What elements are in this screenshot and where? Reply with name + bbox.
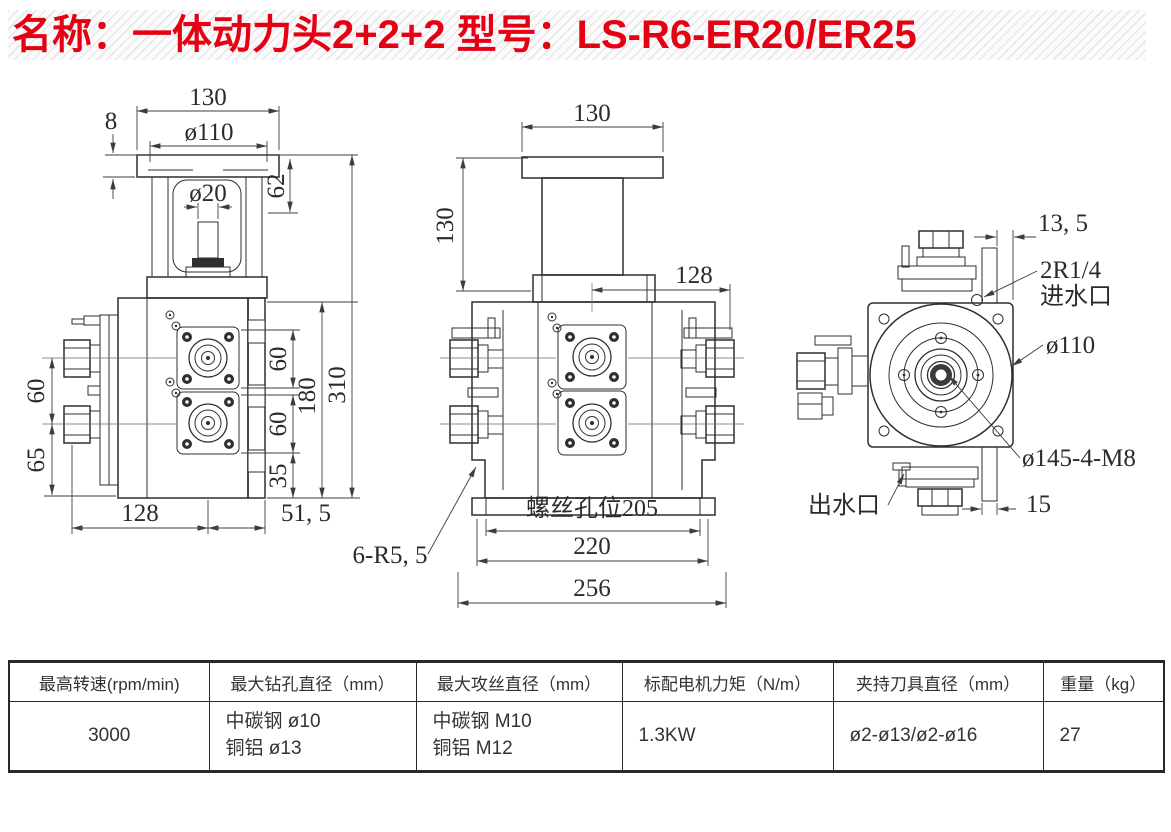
drill-steel: 中碳钢 ø10 [225,711,321,733]
dim-front-base-offset-left: 65 [23,448,50,473]
dim-side-top-offset: 128 [675,262,713,289]
title-banner: 名称：一体动力头2+2+2 型号：LS-R6-ER20/ER25 [8,10,1146,60]
plate-bolts [565,332,619,448]
dim-side-fillet-note: 6-R5, 5 [353,542,428,569]
dim-front-spindle-pitch: 60 [23,379,50,404]
front-view: 130 ø110 8 62 ø20 60 65 6 [23,84,360,534]
dim-side-flange-width: 130 [573,100,611,127]
dim-front-60-upper: 60 [265,347,292,372]
bottom-mount-assembly [892,446,998,516]
dim-front-60-lower: 60 [265,412,292,437]
dim-front-35: 35 [265,464,292,489]
dim-rear-plate-offset: 13, 5 [1038,210,1088,237]
tap-copper: 铜铝 M12 [432,738,513,759]
cell-max-speed: 3000 [8,701,210,772]
cell-tool-dia: ø2-ø13/ø2-ø16 [832,701,1044,772]
collet-assemblies-right [680,317,735,444]
technical-drawing: 130 ø110 8 62 ø20 60 65 6 [23,84,1136,608]
dim-front-flange-thickness: 8 [105,108,118,135]
left-collet-assembly [796,335,869,420]
page-title: 名称：一体动力头2+2+2 型号：LS-R6-ER20/ER25 [12,13,917,57]
col-header-motor-torque: 标配电机力矩（N/m） [621,661,834,702]
dim-front-bottom-offset: 51, 5 [281,500,331,527]
dim-front-bottom-width: 128 [121,500,159,527]
dim-rear-bolt-circle: ø145-4-M8 [1022,445,1136,472]
dim-side-screw-hole-note: 螺丝孔位205 [526,495,658,522]
col-header-tool-dia: 夹持刀具直径（mm） [832,661,1044,702]
dim-rear-plate-thickness: 15 [1026,491,1051,518]
top-mount-assembly [897,230,998,304]
side-view: 130 130 128 螺丝孔位205 220 256 6-R5, 5 [353,100,744,608]
spec-table: 最高转速(rpm/min) 最大钻孔直径（mm） 最大攻丝直径（mm） 标配电机… [8,660,1165,773]
col-header-drill-dia: 最大钻孔直径（mm） [208,661,417,702]
dim-front-flange-width: 130 [189,84,227,111]
water-inlet-port [971,294,983,306]
label-inlet: 进水口 [1040,283,1112,310]
rear-view: 13, 5 2R1/4 进水口 ø110 ø145-4-M8 出水口 15 [796,210,1136,519]
dim-rear-flange-dia: ø110 [1046,332,1095,359]
collet-assemblies-left [63,314,119,486]
col-header-max-speed: 最高转速(rpm/min) [8,661,210,702]
detail-screws [165,310,181,398]
dim-side-column-height: 130 [432,207,459,245]
dim-front-shaft-dia: ø20 [189,180,227,207]
dim-side-base-inner-width: 220 [573,533,611,560]
cell-weight: 27 [1042,701,1165,772]
cell-drill-dia: 中碳钢 ø10 铜铝 ø13 [208,701,417,772]
dim-front-flange-recess: ø110 [184,119,233,146]
tap-steel: 中碳钢 M10 [432,711,532,733]
dim-front-overall-height: 310 [324,366,351,404]
dim-front-body-height: 180 [294,377,321,415]
detail-screws [547,312,562,399]
cell-motor-torque: 1.3KW [621,701,834,772]
plate-bolts [182,332,234,449]
label-inlet-spec: 2R1/4 [1040,257,1102,284]
collet-assemblies-left [449,317,504,444]
dim-side-base-outer-width: 256 [573,575,611,602]
spec-row: 3000 中碳钢 ø10 铜铝 ø13 中碳钢 M10 铜铝 M12 1.3KW… [8,701,1165,772]
label-outlet: 出水口 [808,492,880,519]
col-header-tap-dia: 最大攻丝直径（mm） [415,661,623,702]
bolt-circle-holes [898,332,984,418]
drill-copper: 铜铝 ø13 [225,738,302,759]
col-header-weight: 重量（kg） [1042,661,1165,702]
dim-front-neck-height: 62 [263,174,290,199]
cell-tap-dia: 中碳钢 M10 铜铝 M12 [415,701,623,772]
